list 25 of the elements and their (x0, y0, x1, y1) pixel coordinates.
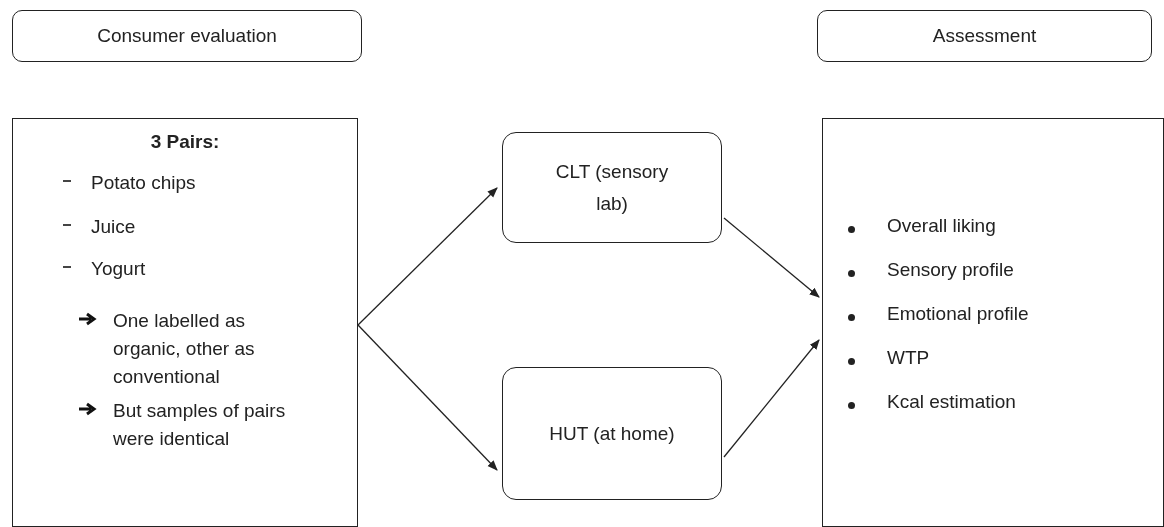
list-item: Potato chips (91, 171, 197, 195)
list-item: But samples of pairs were identical (113, 399, 287, 451)
header-label: Consumer evaluation (97, 25, 277, 47)
content-panel (12, 118, 358, 527)
list-item: Overall liking (887, 215, 996, 237)
arrow (723, 217, 820, 298)
list-item: Juice (91, 215, 137, 239)
process-box (502, 367, 722, 500)
process-box (502, 132, 722, 243)
content-panel (822, 118, 1164, 527)
list-heading: 3 Pairs: (149, 131, 221, 153)
box-label: HUT (at home) (549, 421, 675, 446)
list-item: One labelled as organic, other as conventional (113, 309, 256, 389)
list-item: Sensory profile (887, 259, 1014, 281)
arrow (357, 324, 498, 471)
list-item: WTP (887, 347, 930, 369)
header-box (817, 10, 1152, 62)
list-item: Kcal estimation (887, 391, 1016, 413)
header-box (12, 10, 362, 62)
arrow (357, 187, 498, 326)
header-label: Assessment (932, 25, 1037, 47)
arrow (723, 339, 820, 458)
list-item: Yogurt (91, 257, 147, 281)
list-item: Emotional profile (887, 303, 1029, 325)
box-label: CLT (sensory lab) (554, 159, 670, 216)
